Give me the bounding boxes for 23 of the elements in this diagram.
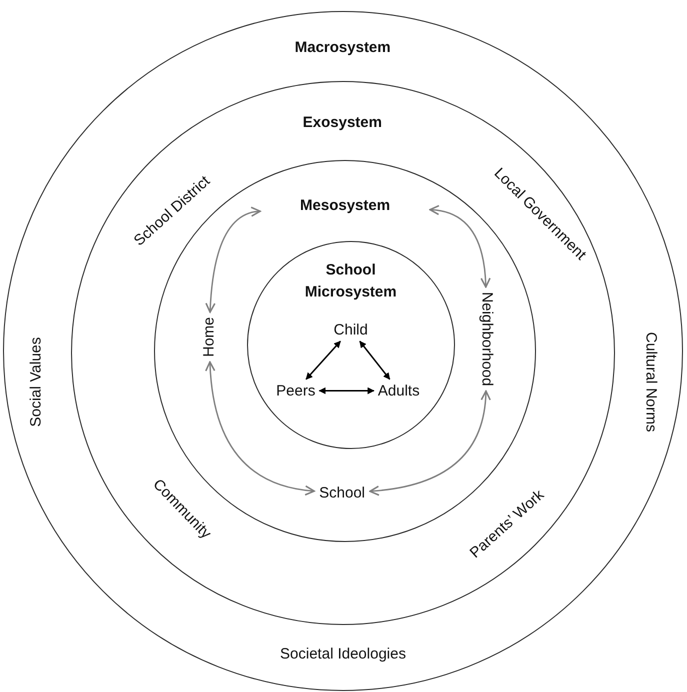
context-label: Cultural Norms [642, 332, 660, 432]
system-circle [247, 241, 456, 450]
context-label: Adults [378, 382, 420, 400]
context-label: Societal Ideologies [280, 646, 406, 662]
context-label: Social Values [28, 337, 44, 427]
context-label: Child [334, 321, 368, 338]
context-label: Home [200, 317, 218, 358]
context-label: Neighborhood [478, 292, 496, 386]
system-circle [3, 11, 683, 691]
double-arrow [306, 340, 341, 380]
double-arrow [369, 390, 491, 496]
system-title: Exosystem [302, 114, 383, 134]
double-arrow [205, 207, 261, 313]
double-arrow [359, 340, 390, 380]
context-label: School [319, 484, 365, 502]
system-title: Mesosystem [299, 196, 392, 216]
double-arrow [429, 205, 491, 288]
system-circle [70, 80, 615, 625]
double-arrow [318, 387, 375, 394]
context-label: Peers [276, 382, 316, 400]
system-title: School Microsystem [304, 260, 398, 302]
double-arrow [205, 361, 315, 496]
system-title: Macrosystem [294, 38, 392, 58]
